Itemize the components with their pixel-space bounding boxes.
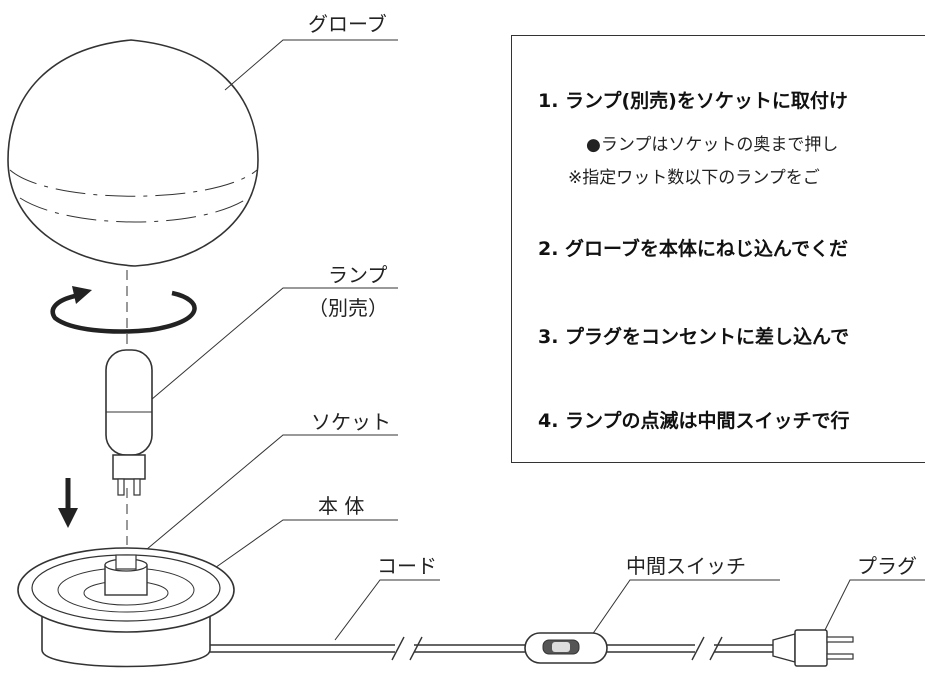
- cord-label: コード: [377, 554, 437, 578]
- instruction-step-1: 1. ランプ(別売)をソケットに取付け: [538, 90, 848, 112]
- lamp-sold-separately-label: （別売）: [308, 296, 388, 320]
- instruction-step-2: 2. グローブを本体にねじ込んでくだ: [538, 238, 848, 260]
- instruction-step-3: 3. プラグをコンセントに差し込んで: [538, 326, 850, 348]
- inline-switch: [524, 632, 608, 664]
- globe-label: グローブ: [308, 12, 387, 36]
- instruction-box: 1. ランプ(別売)をソケットに取付け ●ランプはソケットの奥まで押し ※指定ワ…: [511, 35, 925, 463]
- socket-label: ソケット: [311, 410, 391, 434]
- rotation-arrow-icon: [50, 286, 197, 334]
- base-body: [17, 547, 235, 668]
- body-label: 本 体: [318, 494, 365, 518]
- globe: [7, 39, 259, 267]
- lamp-bulb: [105, 349, 153, 496]
- leader-lines: [127, 39, 925, 646]
- cord: [210, 636, 773, 661]
- plug: [772, 629, 854, 667]
- switch-label: 中間スイッチ: [626, 554, 746, 578]
- instruction-step-1-note-1: ●ランプはソケットの奥まで押し: [586, 135, 839, 155]
- instruction-step-1-note-2: ※指定ワット数以下のランプをご: [568, 168, 820, 188]
- instruction-step-4: 4. ランプの点滅は中間スイッチで行: [538, 410, 850, 432]
- down-arrow-icon: [58, 478, 78, 528]
- plug-label: プラグ: [857, 554, 917, 578]
- lamp-label: ランプ: [328, 263, 388, 287]
